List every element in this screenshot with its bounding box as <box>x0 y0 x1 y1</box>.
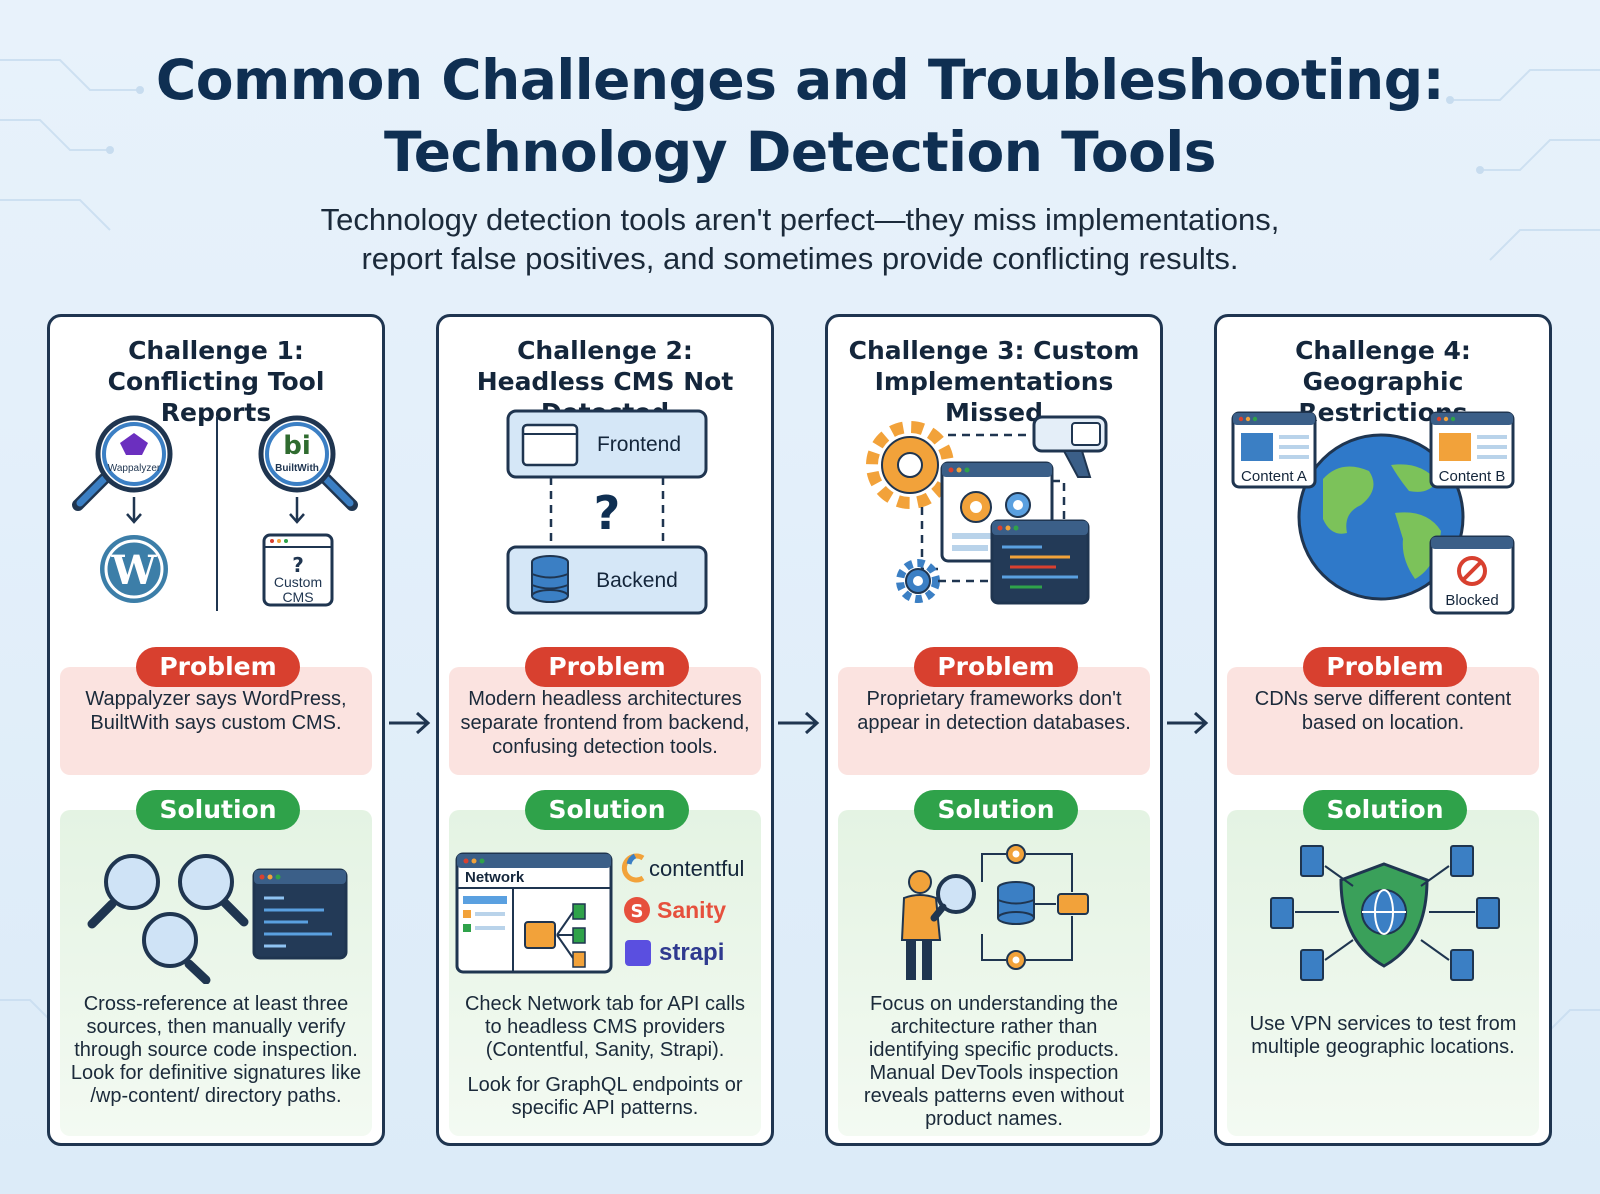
shield-icon <box>1339 862 1429 968</box>
magnifier-icon <box>87 854 249 984</box>
challenge-card-2: Challenge 2: Headless CMS Not Detected F… <box>436 314 774 1146</box>
solution-badge: Solution <box>1303 790 1467 830</box>
svg-text:bi: bi <box>283 431 311 461</box>
contentful-logo-icon <box>621 853 645 883</box>
problem-badge: Problem <box>914 647 1078 687</box>
solution-panel <box>838 810 1150 1136</box>
svg-text:Sanity: Sanity <box>657 897 726 923</box>
svg-text:Blocked: Blocked <box>1445 592 1498 609</box>
wordpress-logo-icon: W <box>100 535 168 603</box>
problem-badge: Problem <box>136 647 300 687</box>
code-window-icon <box>252 868 348 960</box>
challenge-card-4: Challenge 4: Geographic Restrictions Con… <box>1214 314 1552 1146</box>
problem-text: Proprietary frameworks don't appear in d… <box>857 688 1131 734</box>
cross-reference-illustration <box>87 854 348 984</box>
svg-text:S: S <box>631 901 644 922</box>
arrow-right-icon <box>778 711 820 735</box>
solution-text: Check Network tab for API calls to headl… <box>464 993 746 1119</box>
gear-icon <box>1006 950 1026 970</box>
gear-icon <box>1006 844 1026 864</box>
svg-text:Content A: Content A <box>1241 468 1307 485</box>
card-icon <box>1057 893 1089 915</box>
architecture-analysis-illustration <box>900 844 1089 980</box>
browser-window-icon <box>1429 411 1515 489</box>
globe-icon <box>1297 433 1465 601</box>
solution-text: Focus on understanding the architecture … <box>863 993 1125 1130</box>
magnifier-icon: bi <box>258 415 358 511</box>
custom-implementation-illustration <box>866 415 1108 605</box>
code-window-icon <box>990 519 1090 605</box>
svg-text:?: ? <box>594 486 621 540</box>
magnifier-icon <box>930 874 976 922</box>
solution-badge: Solution <box>136 790 300 830</box>
solution-badge: Solution <box>525 790 689 830</box>
browser-window-icon <box>455 852 613 974</box>
frontend-box <box>506 409 708 479</box>
svg-text:CMS: CMS <box>282 589 313 605</box>
solution-text: Cross-reference at least three sources, … <box>70 993 362 1107</box>
solution-badge: Solution <box>914 790 1078 830</box>
scanner-icon <box>1032 415 1108 478</box>
problem-text: Wappalyzer says WordPress, BuiltWith say… <box>85 688 347 734</box>
svg-text:contentful: contentful <box>649 856 744 881</box>
svg-text:Network: Network <box>465 869 525 886</box>
custom-cms-icon <box>262 533 334 607</box>
svg-text:Frontend: Frontend <box>597 433 681 456</box>
conflicting-tools-illustration: Wappalyzer W bi BuiltWith ? Custom CMS <box>72 415 358 611</box>
solution-text: Use VPN services to test from multiple g… <box>1249 1013 1517 1058</box>
arrow-right-icon <box>389 711 431 735</box>
problem-text: CDNs serve different content based on lo… <box>1254 688 1512 734</box>
challenge-card-1: Challenge 1: Conflicting Tool Reports Wa… <box>47 314 385 1146</box>
blocked-icon <box>1457 556 1487 586</box>
geographic-restrictions-illustration: Content A Content B Blocked <box>1231 411 1515 615</box>
challenge-card-3: Challenge 3: Custom Implementations Miss… <box>825 314 1163 1146</box>
card-title: Challenge 3: Custom Implementations Miss… <box>848 336 1140 427</box>
arrow-right-icon <box>1167 711 1209 735</box>
network-tab-illustration: Network contentful S Sanity strapi <box>455 852 744 974</box>
strapi-logo-icon <box>625 940 651 966</box>
gear-icon <box>866 421 954 509</box>
svg-text:W: W <box>111 547 158 594</box>
card-title: Challenge 1: Conflicting Tool Reports <box>107 336 325 427</box>
builtwith-logo-text: BuiltWith <box>275 463 319 474</box>
svg-text:strapi: strapi <box>659 939 724 966</box>
svg-text:Custom: Custom <box>274 574 322 590</box>
page-subtitle: Technology detection tools aren't perfec… <box>320 202 1280 276</box>
headless-cms-illustration: Frontend ? Backend <box>506 409 708 615</box>
problem-badge: Problem <box>525 647 689 687</box>
magnifier-icon <box>72 415 173 511</box>
wappalyzer-logo-text: Wappalyzer <box>108 463 161 474</box>
browser-window-icon <box>1429 535 1515 615</box>
server-icon <box>1270 845 1500 981</box>
sanity-logo-icon: S <box>624 897 650 923</box>
vpn-network-illustration <box>1270 845 1500 981</box>
person-icon <box>900 870 942 980</box>
browser-window-icon <box>1231 411 1317 489</box>
problem-badge: Problem <box>1303 647 1467 687</box>
database-icon <box>531 555 569 603</box>
problem-text: Modern headless architectures separate f… <box>460 688 750 758</box>
svg-text:Backend: Backend <box>596 569 678 592</box>
database-icon <box>997 881 1035 925</box>
svg-text:?: ? <box>292 553 304 577</box>
svg-text:Content B: Content B <box>1439 468 1506 485</box>
gear-icon <box>896 559 940 603</box>
page-title: Common Challenges and Troubleshooting: T… <box>155 48 1445 184</box>
